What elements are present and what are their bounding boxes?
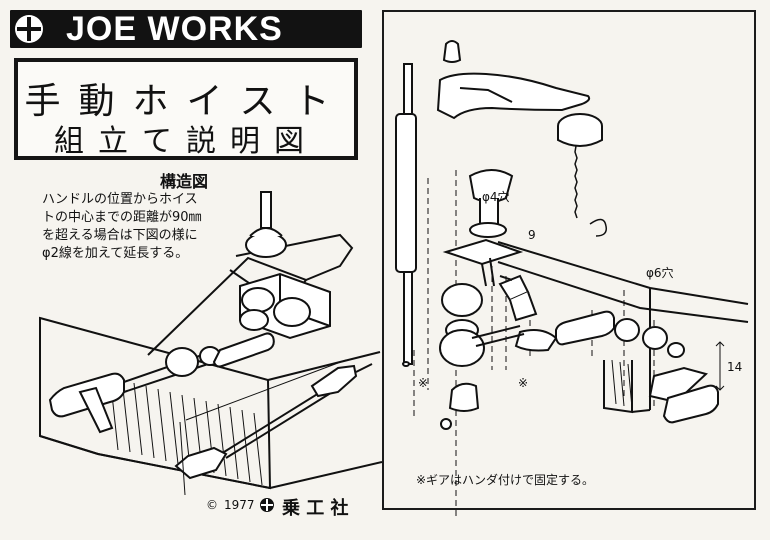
part-9-label: 9 bbox=[528, 228, 536, 242]
title-line-1: 手動ホイスト bbox=[24, 81, 348, 122]
copyright-line: © 1977 bbox=[206, 498, 255, 512]
copyright-symbol: © bbox=[206, 498, 218, 512]
publisher-logo-icon bbox=[258, 496, 276, 519]
dimension-14-label: 14 bbox=[727, 360, 743, 374]
brand-logo-icon bbox=[10, 10, 48, 48]
hole-4-label: φ4穴 bbox=[482, 190, 510, 204]
extension-note: ハンドルの位置からホイス トの中心までの距離が90㎜ を超える場合は下図の様に … bbox=[42, 192, 202, 261]
publisher-name: 乗 工 社 bbox=[282, 498, 349, 519]
brand-header: JOE WORKS bbox=[10, 10, 362, 48]
title-box: 手動ホイスト 組立て説明図 bbox=[14, 58, 358, 160]
hole-6-label: φ6穴 bbox=[646, 266, 674, 280]
star-marker-right: ※ bbox=[518, 376, 529, 390]
exploded-view-panel bbox=[382, 10, 756, 510]
title-line-2: 組立て説明図 bbox=[54, 124, 318, 159]
gear-solder-footnote: ※ギアはハンダ付けで固定する。 bbox=[416, 473, 595, 487]
brand-name: JOE WORKS bbox=[66, 10, 283, 48]
star-marker-left: ※ bbox=[418, 376, 429, 390]
publisher-brand: 乗 工 社 bbox=[258, 494, 349, 520]
structure-diagram-title: 構造図 bbox=[160, 172, 209, 191]
copyright-year: 1977 bbox=[224, 498, 255, 512]
